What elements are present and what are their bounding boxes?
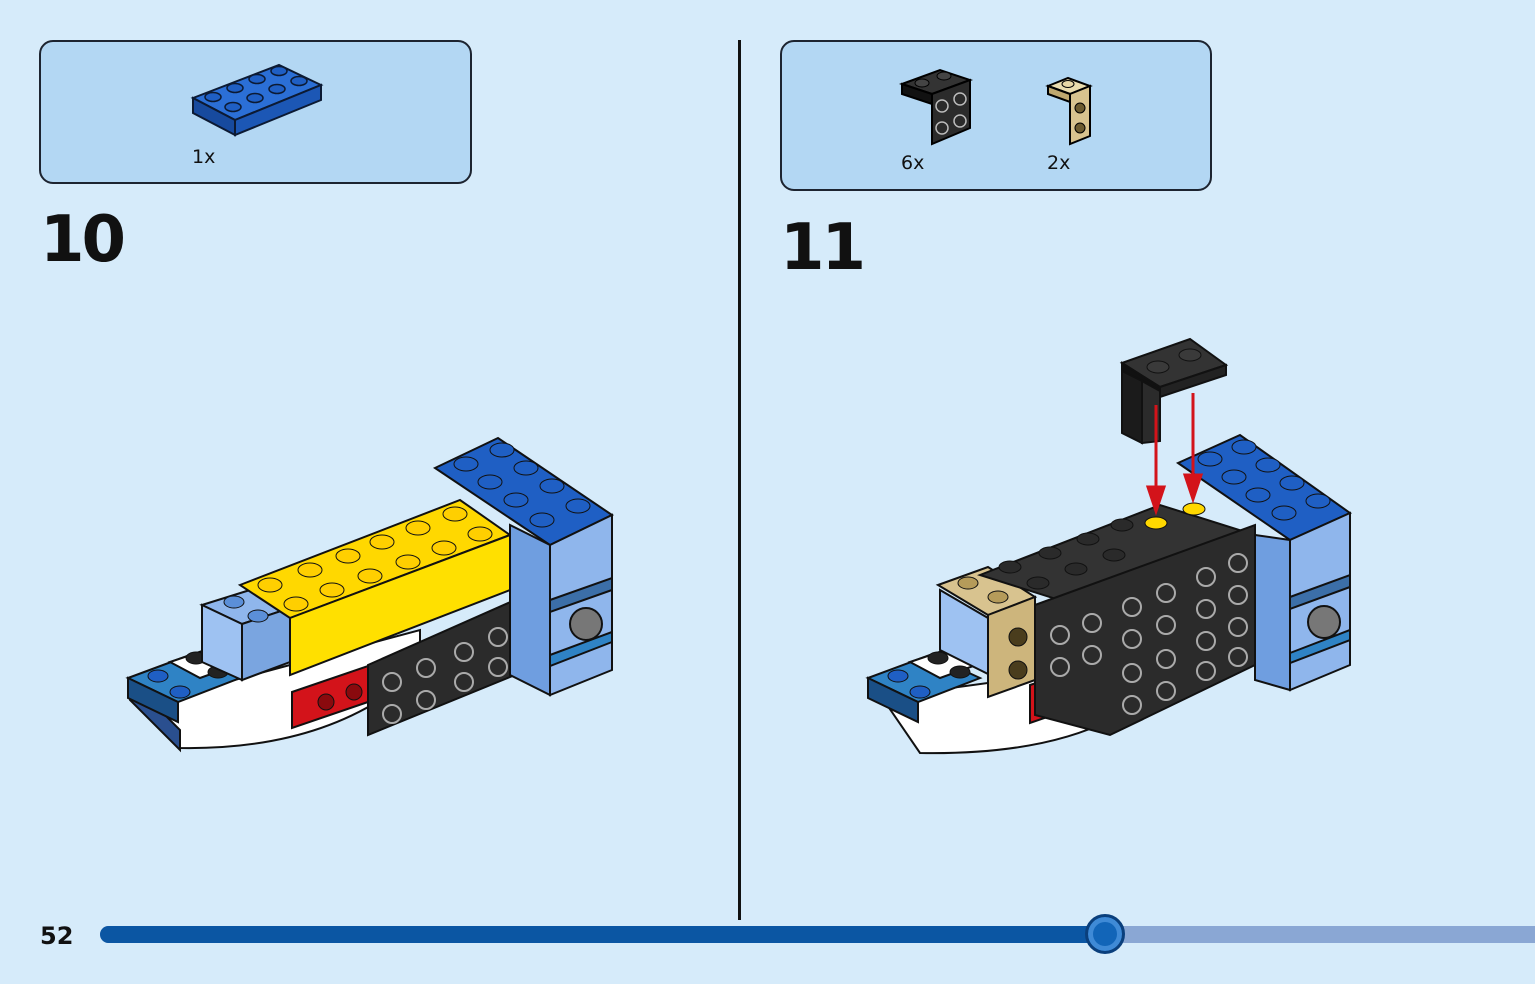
parts-callout-step-10: 1x	[39, 40, 472, 184]
part-quantity: 2x	[1047, 152, 1071, 174]
page-number: 52	[40, 922, 74, 950]
blue-plate-2x4-icon	[190, 63, 324, 137]
placement-arrows	[1145, 393, 1204, 516]
progress-bar	[100, 926, 1535, 943]
progress-fill	[100, 926, 1105, 943]
part-quantity: 6x	[901, 152, 925, 174]
step-number: 11	[780, 211, 866, 285]
step-number: 10	[40, 203, 126, 277]
tan-bracket-icon	[1045, 76, 1093, 146]
black-bracket-icon	[898, 68, 974, 146]
step-11-model-illustration	[865, 337, 1353, 755]
step-10-model-illustration	[125, 436, 614, 753]
step-divider	[738, 40, 741, 920]
progress-knob[interactable]	[1084, 914, 1125, 954]
parts-callout-step-11: 6x 2x	[780, 40, 1212, 191]
part-quantity: 1x	[192, 146, 216, 168]
